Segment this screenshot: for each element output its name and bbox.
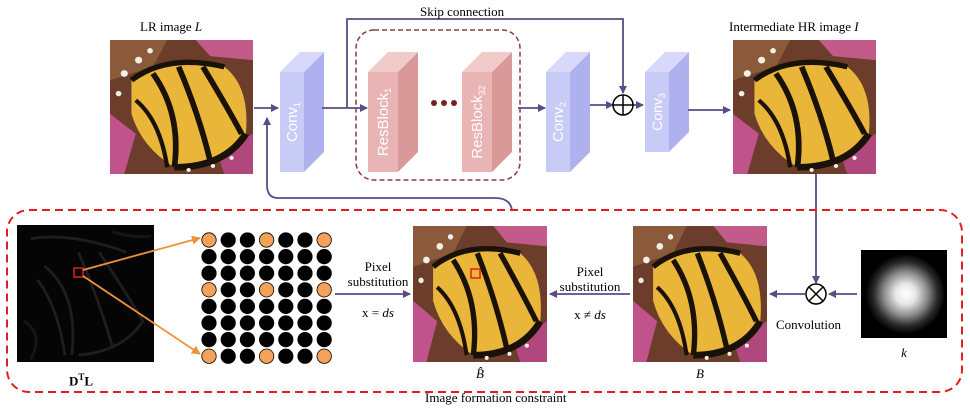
pixel-dot (297, 298, 313, 314)
conv2-block-label: Conv2 (550, 102, 568, 142)
pixel-dot (316, 315, 332, 331)
pixel-dot (297, 249, 313, 265)
lr-image (110, 40, 253, 174)
pixel-dot-sampled (316, 282, 332, 298)
pixel-dot (220, 348, 236, 364)
pixel-dot (297, 331, 313, 348)
image-formation-box (6, 209, 963, 393)
pixel-dot (220, 315, 236, 331)
pixel-dot-sampled (258, 232, 275, 248)
pixel-dot (201, 249, 217, 265)
lr-image-label: LR image L (140, 19, 203, 34)
kernel-blur (864, 254, 944, 334)
pixel-dot (239, 249, 255, 265)
pixel-dot (201, 298, 217, 314)
pixel-dot (316, 265, 332, 281)
pixel-dot (278, 331, 294, 348)
conv1-block-label: Conv1 (284, 102, 302, 142)
pixel-dot (316, 249, 332, 265)
pixel-dot (201, 331, 217, 348)
pixel-dot-sampled (258, 348, 275, 364)
pixel-dot (220, 282, 236, 298)
pixel-dot (258, 331, 275, 348)
pixel-sub-right-label: Pixel substitution (559, 264, 621, 294)
ellipsis-dot-2 (441, 100, 447, 106)
pixel-dot (258, 298, 275, 314)
bhat-highlight (470, 268, 481, 279)
pixel-dot-sampled (316, 348, 332, 364)
pixel-dot (316, 331, 332, 348)
pixel-dot (297, 265, 313, 281)
pixel-dot (220, 249, 236, 265)
convolution-label: Convolution (776, 317, 842, 332)
k-label: k (901, 345, 907, 360)
eq-left: x = ds (362, 305, 394, 320)
pixel-dot (220, 232, 236, 248)
conv3-block: Conv3 (645, 52, 689, 152)
pixel-dot (220, 298, 236, 314)
dtl-image (17, 225, 154, 362)
pixel-dot (239, 265, 255, 281)
resblock1-block-label: ResBlock1 (375, 88, 393, 156)
pixel-dot-sampled (258, 282, 275, 298)
pixel-dot (258, 249, 275, 265)
dtl-label: DTL (69, 372, 94, 389)
pixel-dot (239, 315, 255, 331)
resblock1-block: ResBlock1 (368, 52, 418, 172)
ellipsis-dot-1 (431, 100, 437, 106)
bhat-label: B̂ (476, 366, 484, 381)
pixel-dot (258, 315, 275, 331)
conv2-block: Conv2 (546, 52, 590, 172)
pixel-dot (278, 348, 294, 364)
pixel-dot (239, 282, 255, 298)
pixel-dot (297, 348, 313, 364)
pixel-dot (278, 282, 294, 298)
pixel-dot (316, 298, 332, 314)
pixel-dot (201, 315, 217, 331)
zoom-line-bottom (82, 275, 201, 355)
pixel-dot-sampled (201, 232, 217, 248)
pixel-dot (278, 265, 294, 281)
pixel-dot (258, 265, 275, 281)
image-formation-label: Image formation constraint (425, 390, 567, 405)
eq-right: x ≠ ds (574, 307, 606, 322)
b-label: B (696, 366, 704, 381)
pixel-dot (239, 348, 255, 364)
pixel-dot (220, 331, 236, 348)
pixel-dot-sampled (201, 348, 217, 364)
intermediate-hr-image (733, 40, 876, 174)
pixel-dot (297, 282, 313, 298)
feedback-arrow (263, 117, 513, 211)
pixel-dot (297, 315, 313, 331)
pixel-dot (297, 232, 313, 248)
pixel-grid (201, 232, 332, 364)
conv3-block-label: Conv3 (649, 93, 667, 131)
dtl-highlight (73, 267, 84, 278)
intermediate-hr-label: Intermediate HR image I (729, 19, 859, 34)
resblock32-block-label: ResBlock32 (469, 85, 487, 158)
pixel-dot (220, 265, 236, 281)
pixel-dot (278, 232, 294, 248)
resblock-group (355, 29, 521, 181)
b-hat-image (413, 226, 547, 362)
pixel-dot-sampled (201, 282, 217, 298)
b-image (633, 226, 767, 362)
pixel-dot (239, 232, 255, 248)
pixel-dot (201, 265, 217, 281)
pixel-dot (278, 298, 294, 314)
zoom-line-top (82, 235, 201, 271)
pixel-dot (278, 249, 294, 265)
pixel-dot (239, 298, 255, 314)
skip-connection-line (346, 18, 627, 108)
pixel-dot (278, 315, 294, 331)
pixel-dot-sampled (316, 232, 332, 248)
conv1-block: Conv1 (280, 52, 324, 172)
resblock32-block: ResBlock32 (462, 52, 512, 172)
pixel-dot (239, 331, 255, 348)
ellipsis-dot-3 (451, 100, 457, 106)
pixel-sub-left-label: Pixel substitution (347, 259, 409, 289)
skip-connection-label: Skip connection (420, 4, 505, 19)
